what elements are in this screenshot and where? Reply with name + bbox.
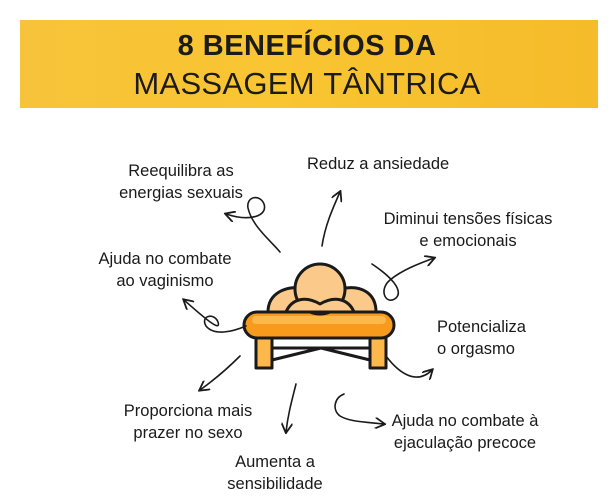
benefit-aumenta-line2: sensibilidade xyxy=(227,475,323,493)
benefit-aumenta: Aumenta a sensibilidade xyxy=(205,451,345,495)
benefit-diminui-tensoes-line1: Diminui tensões físicas xyxy=(383,210,553,228)
benefit-ejaculacao-line2: ejaculação precoce xyxy=(393,434,537,452)
arrow-reduz-ansiedade xyxy=(321,192,340,247)
benefit-proporciona: Proporciona mais prazer no sexo xyxy=(98,400,278,444)
benefit-proporciona-line1: Proporciona mais xyxy=(123,402,253,420)
benefit-reduz-ansiedade-line1: Reduz a ansiedade xyxy=(307,155,450,173)
benefit-potencializa-line1: Potencializa xyxy=(437,318,526,336)
benefit-diminui-tensoes-line2: e emocionais xyxy=(419,232,517,250)
arrow-potencializa xyxy=(385,355,432,377)
arrow-reequilibra xyxy=(226,196,281,253)
benefit-reduz-ansiedade: Reduz a ansiedade xyxy=(307,153,449,175)
benefit-vaginismo: Ajuda no combate ao vaginismo xyxy=(80,248,250,292)
benefit-reequilibra: Reequilibra as energias sexuais xyxy=(96,160,266,204)
arrow-vaginismo xyxy=(184,300,247,333)
arrow-proporciona xyxy=(200,355,241,390)
benefit-potencializa: Potencializa o orgasmo xyxy=(437,316,526,360)
benefit-ejaculacao: Ajuda no combate à ejaculação precoce xyxy=(380,410,550,454)
benefit-vaginismo-line2: ao vaginismo xyxy=(116,272,214,290)
page-subtitle: MASSAGEM TÂNTRICA xyxy=(133,66,481,101)
benefit-proporciona-line2: prazer no sexo xyxy=(133,424,243,442)
massage-table-person-icon xyxy=(242,262,396,370)
benefit-ejaculacao-line1: Ajuda no combate à xyxy=(391,412,539,430)
benefit-arrows xyxy=(184,192,434,432)
page-title: 8 BENEFÍCIOS DA xyxy=(177,30,437,62)
benefit-potencializa-line2: o orgasmo xyxy=(437,340,515,358)
benefit-vaginismo-line1: Ajuda no combate xyxy=(98,250,232,268)
arrow-ejaculacao xyxy=(334,393,384,424)
benefit-diminui-tensoes: Diminui tensões físicas e emocionais xyxy=(368,208,568,252)
benefit-reequilibra-line1: Reequilibra as xyxy=(128,162,234,180)
arrow-diminui-tensoes xyxy=(371,258,434,301)
benefit-aumenta-line1: Aumenta a xyxy=(235,453,315,471)
arrow-aumenta xyxy=(286,383,297,432)
title-banner xyxy=(20,20,598,108)
benefit-reequilibra-line2: energias sexuais xyxy=(119,184,243,202)
